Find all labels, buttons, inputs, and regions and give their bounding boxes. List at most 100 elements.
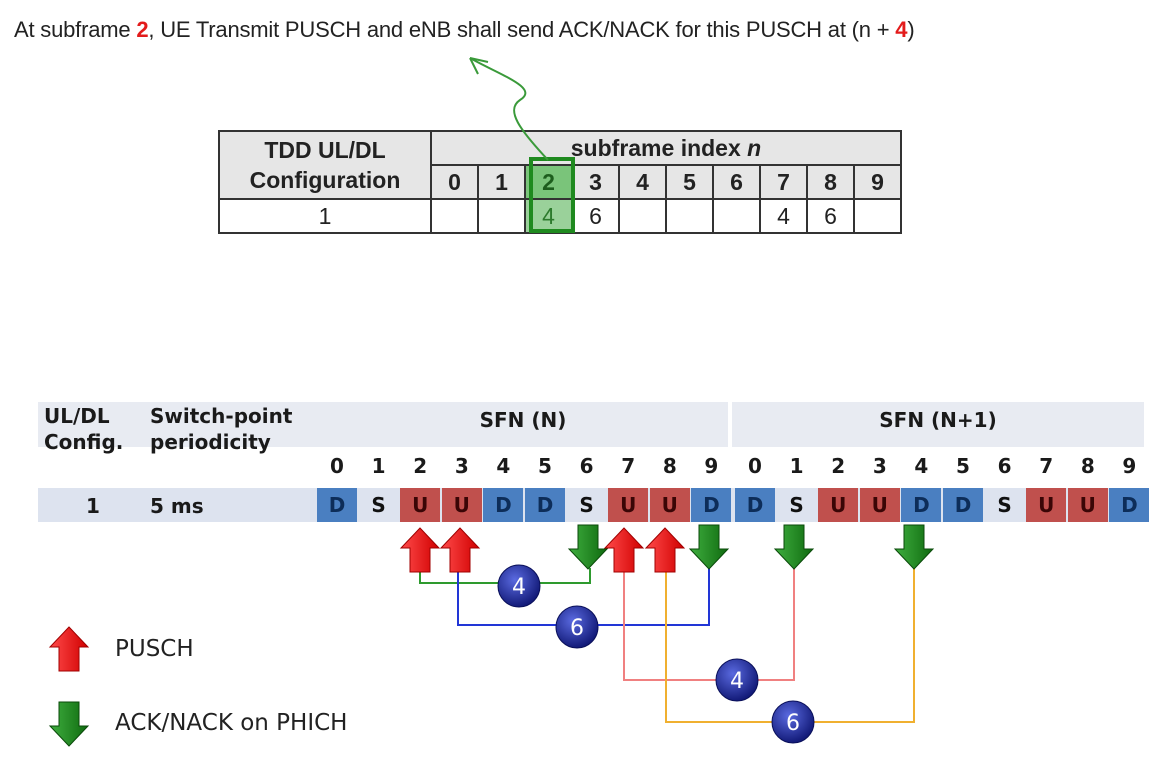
k-value-7: 4 <box>759 198 808 234</box>
subframe-index-3: 3 <box>571 164 620 200</box>
pusch-arrow-up-sf7 <box>603 527 645 573</box>
subframe-cell-17: U <box>1026 488 1067 522</box>
subframe-cell-1: S <box>358 488 399 522</box>
badge-label-1: 4 <box>512 575 526 600</box>
sfn-n1-label: SFN (N+1) <box>879 408 997 432</box>
config-header: TDD UL/DL Configuration <box>218 130 432 200</box>
subframe-header-text: subframe index <box>570 134 748 161</box>
config-col-header: UL/DL Config. <box>44 404 144 454</box>
subframe-cell-12: U <box>818 488 859 522</box>
subframe-header: subframe index n <box>430 130 902 166</box>
legend-pusch-label: PUSCH <box>115 636 194 662</box>
frame-index-14: 4 <box>914 454 929 478</box>
phich-arrow-down-sf6 <box>567 524 609 570</box>
badge-blue-6 <box>555 605 599 649</box>
subframe-index-5: 5 <box>665 164 714 200</box>
frame-index-9: 9 <box>704 454 719 478</box>
subframe-cell-11: S <box>776 488 817 522</box>
k-value-9 <box>853 198 902 234</box>
subframe-index-7: 7 <box>759 164 808 200</box>
harq-line-yellow <box>665 568 915 723</box>
k-value-4 <box>618 198 667 234</box>
config-value: 1 <box>86 494 100 518</box>
subframe-cell-0: D <box>317 488 357 522</box>
header-band-right <box>732 402 1144 447</box>
badge-label-3: 4 <box>730 669 744 694</box>
badge-red-4 <box>715 658 759 702</box>
k-value-8: 6 <box>806 198 855 234</box>
frame-index-10: 0 <box>748 454 762 478</box>
legend-ack-arrow-icon <box>48 701 90 747</box>
k-value-3: 6 <box>571 198 620 234</box>
config-col-header-l1: UL/DL <box>44 404 110 428</box>
badge-label-4: 6 <box>786 711 800 736</box>
pointer-head <box>469 57 489 75</box>
badge-label-2: 6 <box>570 616 584 641</box>
frame-index-7: 7 <box>621 454 636 478</box>
frame-index-15: 5 <box>956 454 970 478</box>
period-col-header-l2: periodicity <box>150 430 271 454</box>
subframe-cell-10: D <box>735 488 775 522</box>
frame-index-8: 8 <box>662 454 677 478</box>
phich-arrow-down-next-sf1 <box>773 524 815 570</box>
phich-arrow-down-sf9 <box>688 524 730 570</box>
headline-part2: , UE Transmit PUSCH and eNB shall send A… <box>148 17 896 42</box>
frame-index-17: 7 <box>1039 454 1054 478</box>
subframe-cell-7: U <box>608 488 649 522</box>
subframe-index-6: 6 <box>712 164 761 200</box>
frame-index-11: 1 <box>789 454 804 478</box>
pusch-arrow-up-sf8 <box>644 527 686 573</box>
frame-index-2: 2 <box>413 454 428 478</box>
frame-index-12: 2 <box>831 454 846 478</box>
subframe-cell-9: D <box>691 488 732 522</box>
badge-yellow-6 <box>771 700 815 744</box>
subframe-cell-2: U <box>400 488 441 522</box>
headline-part3: ) <box>907 17 915 42</box>
period-col-header: Switch-point periodicity <box>150 404 330 454</box>
legend-pusch-arrow-icon <box>48 626 90 672</box>
config-col-header-l2: Config. <box>44 430 124 454</box>
config-header-line1: TDD UL/DL <box>264 137 386 163</box>
harq-timing-table: TDD UL/DL Configuration subframe index n… <box>218 130 902 234</box>
config-header-line2: Configuration <box>249 167 401 193</box>
frame-index-18: 8 <box>1080 454 1095 478</box>
pointer-curve <box>469 57 549 161</box>
pusch-arrow-up-sf2 <box>399 527 441 573</box>
frame-index-1: 1 <box>371 454 386 478</box>
highlight-box <box>529 157 575 233</box>
k-value-0 <box>430 198 479 234</box>
subframe-cell-8: U <box>649 488 690 522</box>
legend-ack-label: ACK/NACK on PHICH <box>115 710 348 736</box>
frame-index-6: 6 <box>579 454 594 478</box>
frame-index-19: 9 <box>1122 454 1137 478</box>
subframe-header-var: n <box>747 134 762 161</box>
frame-index-3: 3 <box>454 454 469 478</box>
period-value: 5 ms <box>150 494 204 518</box>
frame-index-13: 3 <box>872 454 887 478</box>
subframe-index-9: 9 <box>853 164 902 200</box>
badge-green-4 <box>497 564 541 608</box>
headline-part1: At subframe <box>14 17 137 42</box>
subframe-cell-19: D <box>1109 488 1150 522</box>
header-band-left <box>38 402 728 447</box>
config-value: 1 <box>218 198 432 234</box>
subframe-cell-4: D <box>483 488 524 522</box>
subframe-index-0: 0 <box>430 164 479 200</box>
subframe-cell-18: U <box>1067 488 1108 522</box>
k-value-6 <box>712 198 761 234</box>
subframe-cell-6: S <box>566 488 607 522</box>
subframe-index-1: 1 <box>477 164 526 200</box>
subframe-cell-13: U <box>859 488 900 522</box>
headline: At subframe 2, UE Transmit PUSCH and eNB… <box>14 17 915 43</box>
frame-index-4: 4 <box>496 454 511 478</box>
period-col-header-l1: Switch-point <box>150 404 293 428</box>
subframe-index-4: 4 <box>618 164 667 200</box>
subframe-cell-16: S <box>984 488 1025 522</box>
frame-index-0: 0 <box>330 454 344 478</box>
k-value-1 <box>477 198 526 234</box>
frame-index-16: 6 <box>997 454 1012 478</box>
pusch-arrow-up-sf3 <box>439 527 481 573</box>
headline-subframe: 2 <box>136 17 149 42</box>
subframe-cell-15: D <box>943 488 983 522</box>
